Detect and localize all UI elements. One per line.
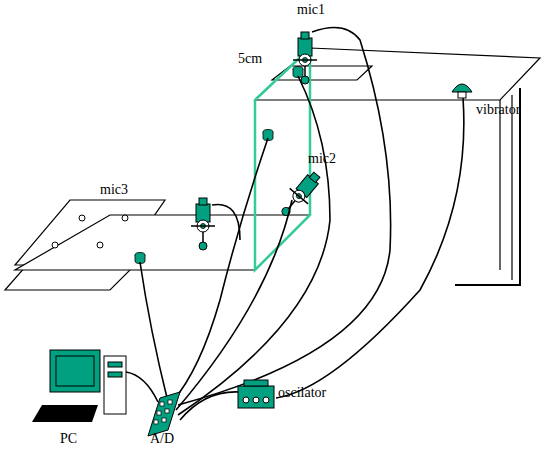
device-label: A/D xyxy=(150,432,174,446)
mic-label: mic1 xyxy=(297,3,325,17)
mic-label: mic2 xyxy=(308,152,336,166)
mic-label: mic3 xyxy=(100,183,128,197)
dimension-label: 5cm xyxy=(238,52,262,66)
device-label: vibrator xyxy=(476,103,520,117)
device-label: PC xyxy=(60,432,77,446)
device-label: oscilator xyxy=(278,386,326,400)
